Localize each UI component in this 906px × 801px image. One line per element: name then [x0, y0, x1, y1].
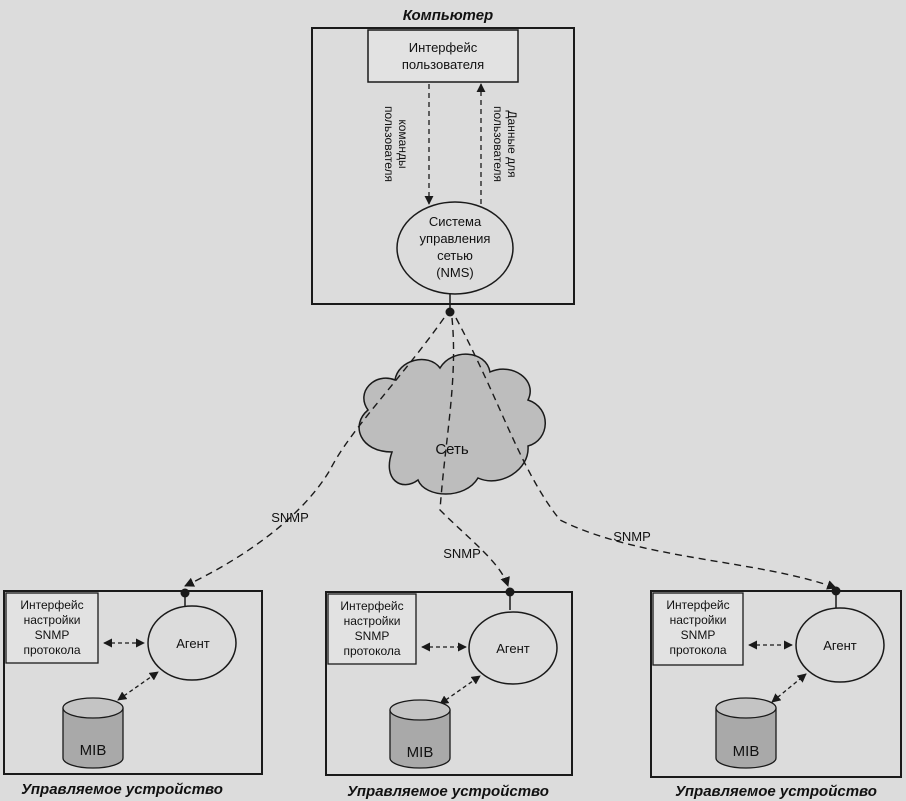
agent-ellipse: [795, 607, 885, 683]
agent-label: Агент: [823, 638, 857, 653]
config-label-line3: SNMP: [355, 629, 390, 643]
commands-label-line1: команды: [396, 119, 410, 168]
device-box: [325, 591, 573, 776]
managed-device-2: Интерфейс настройки SNMP протокола Агент…: [325, 587, 573, 800]
snmp-label-right: SNMP: [613, 529, 651, 544]
device-box: [3, 590, 263, 775]
nms-ellipse: [396, 201, 514, 295]
config-label-line1: Интерфейс: [666, 598, 729, 612]
snmp-config-box: [5, 592, 99, 664]
config-label-line2: настройки: [24, 613, 81, 627]
device-caption: Управляемое устройство: [347, 783, 549, 800]
agent-label: Агент: [176, 636, 210, 651]
snmp-link-right: [455, 317, 837, 590]
mib-cylinder-body: [62, 708, 124, 769]
snmp-config-box: [327, 593, 417, 665]
agent-port-dot: [180, 588, 190, 598]
snmp-link-middle: [439, 317, 510, 587]
data-label-line1: Данные для: [505, 110, 519, 177]
mib-cylinder-top: [715, 697, 777, 719]
user-interface-box: [367, 29, 519, 83]
managed-device-1: Интерфейс настройки SNMP протокола Агент…: [3, 588, 263, 798]
mib-label: MIB: [80, 742, 107, 759]
network-label: Сеть: [435, 441, 469, 458]
commands-label-line2: пользователя: [382, 106, 396, 182]
data-label-line2: пользователя: [491, 106, 505, 182]
nms-label-line3: сетью: [437, 248, 473, 263]
user-interface-label-line1: Интерфейс: [409, 40, 478, 55]
mib-label: MIB: [407, 744, 434, 761]
mib-cylinder-body: [389, 710, 451, 769]
config-label-line2: настройки: [344, 614, 401, 628]
user-interface-label-line2: пользователя: [402, 57, 484, 72]
mib-label: MIB: [733, 743, 760, 760]
computer-title: Компьютер: [403, 7, 493, 24]
agent-mib-arrow: [117, 671, 159, 701]
agent-mib-arrow: [439, 675, 481, 705]
agent-mib-arrow: [771, 673, 807, 703]
nms-label-line4: (NMS): [436, 265, 474, 280]
mib-cylinder-body: [715, 708, 777, 769]
agent-label: Агент: [496, 641, 530, 656]
managed-device-3: Интерфейс настройки SNMP протокола Агент…: [650, 586, 902, 800]
mib-cylinder-top: [62, 697, 124, 719]
device-caption: Управляемое устройство: [21, 781, 223, 798]
agent-port-dot: [505, 587, 515, 597]
config-label-line3: SNMP: [35, 628, 70, 642]
snmp-label-middle: SNMP: [443, 546, 481, 561]
agent-ellipse: [468, 611, 558, 685]
snmp-config-box: [652, 592, 744, 666]
mib-cylinder-top: [389, 699, 451, 721]
network-cloud: [358, 353, 546, 495]
config-label-line4: протокола: [23, 643, 80, 657]
config-label-line1: Интерфейс: [20, 598, 83, 612]
computer-box: [311, 27, 575, 305]
agent-ellipse: [147, 605, 237, 681]
agent-port-dot: [831, 586, 841, 596]
config-label-line1: Интерфейс: [340, 599, 403, 613]
device-caption: Управляемое устройство: [675, 783, 877, 800]
config-label-line2: настройки: [670, 613, 727, 627]
config-label-line3: SNMP: [681, 628, 716, 642]
snmp-label-left: SNMP: [271, 510, 309, 525]
nms-label-line2: управления: [420, 231, 491, 246]
config-label-line4: протокола: [669, 643, 726, 657]
nms-label-line1: Система: [429, 214, 482, 229]
config-label-line4: протокола: [343, 644, 400, 658]
nms-port-dot: [445, 307, 455, 317]
device-box: [650, 590, 902, 778]
